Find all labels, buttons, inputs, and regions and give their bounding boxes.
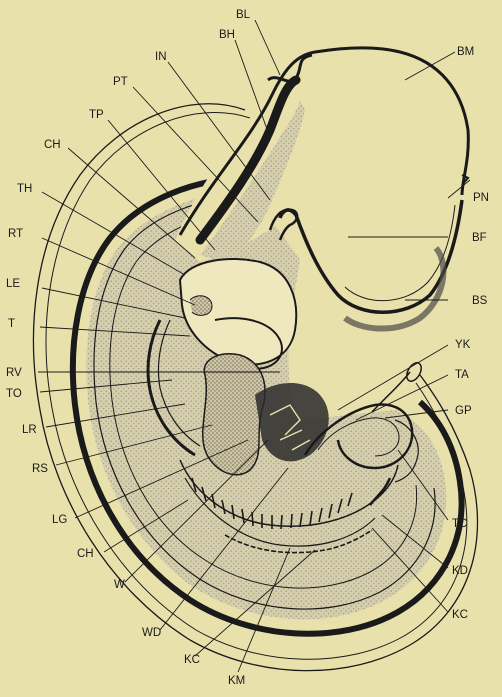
label-W: W: [114, 579, 125, 591]
label-CH-bottom: CH: [77, 548, 94, 560]
label-WD: WD: [142, 627, 161, 639]
label-LE: LE: [6, 278, 20, 290]
label-BH: BH: [219, 29, 235, 41]
label-KM: KM: [228, 675, 245, 687]
label-BS: BS: [472, 295, 488, 307]
label-PT: PT: [113, 76, 128, 88]
label-CH-top: CH: [44, 139, 61, 151]
label-LR: LR: [22, 424, 37, 436]
label-GP: GP: [455, 405, 472, 417]
yolk-stalk-end: [404, 360, 424, 383]
label-RT: RT: [8, 228, 23, 240]
label-TA: TA: [455, 369, 469, 381]
label-LG: LG: [52, 514, 67, 526]
label-RV: RV: [6, 367, 22, 379]
label-TC: TC: [452, 518, 467, 530]
label-KC-bottom: KC: [184, 654, 200, 666]
label-BL: BL: [236, 9, 251, 21]
label-TP: TP: [89, 109, 104, 121]
label-BM: BM: [457, 46, 474, 58]
label-T: T: [8, 318, 15, 330]
label-KD: KD: [452, 565, 468, 577]
label-PN: PN: [473, 192, 489, 204]
label-IN: IN: [155, 51, 167, 63]
label-KC-right: KC: [452, 609, 468, 621]
label-RS: RS: [32, 463, 48, 475]
label-TO: TO: [6, 388, 22, 400]
label-BF: BF: [472, 232, 487, 244]
label-TH: TH: [17, 183, 32, 195]
label-YK: YK: [455, 339, 471, 351]
thyroid-pocket: [190, 296, 212, 316]
